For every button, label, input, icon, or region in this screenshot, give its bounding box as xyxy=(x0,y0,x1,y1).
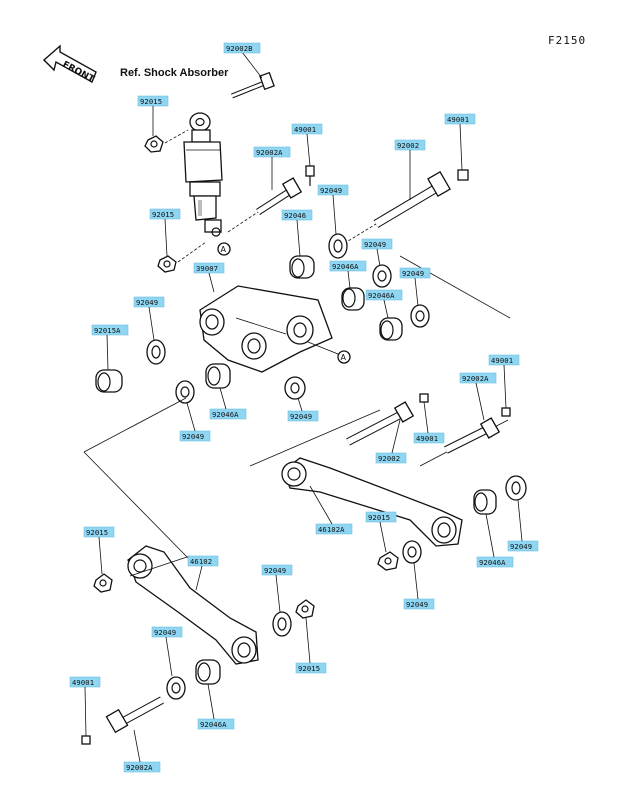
svg-text:49001: 49001 xyxy=(72,678,94,687)
svg-text:92049: 92049 xyxy=(510,542,532,551)
label-46102[interactable]: 46102 xyxy=(187,555,219,567)
svg-text:49001: 49001 xyxy=(294,125,316,134)
svg-text:92049: 92049 xyxy=(264,566,286,575)
svg-text:92046A: 92046A xyxy=(212,410,239,419)
svg-text:92002A: 92002A xyxy=(256,148,283,157)
label-92002b[interactable]: 92002B xyxy=(223,42,261,54)
label-92049-g[interactable]: 92049 xyxy=(507,540,539,552)
svg-text:49001: 49001 xyxy=(491,356,513,365)
label-49001-b[interactable]: 49001 xyxy=(444,113,476,125)
label-92049-j[interactable]: 92049 xyxy=(151,626,183,638)
svg-text:92015: 92015 xyxy=(368,513,390,522)
label-92049-i[interactable]: 92049 xyxy=(261,564,293,576)
label-49001-a[interactable]: 49001 xyxy=(291,123,323,135)
svg-text:92049: 92049 xyxy=(402,269,424,278)
svg-text:92049: 92049 xyxy=(320,186,342,195)
label-92046a-c[interactable]: 92046A xyxy=(209,408,247,420)
svg-text:92002A: 92002A xyxy=(126,763,153,772)
ref-mark-a: A xyxy=(221,245,227,254)
front-arrow-icon: FRONT xyxy=(42,44,97,85)
svg-text:49001: 49001 xyxy=(447,115,469,124)
svg-text:92049: 92049 xyxy=(406,600,428,609)
label-92049-b[interactable]: 92049 xyxy=(361,238,393,250)
svg-text:92049: 92049 xyxy=(364,240,386,249)
label-92015-e[interactable]: 92015 xyxy=(295,662,327,674)
svg-text:92002A: 92002A xyxy=(462,374,489,383)
rocker-arm-drawing: A xyxy=(83,255,511,561)
svg-text:39007: 39007 xyxy=(196,264,218,273)
label-92049-a[interactable]: 92049 xyxy=(317,184,349,196)
label-49001-e[interactable]: 49001 xyxy=(69,676,101,688)
label-92046-a[interactable]: 92046 xyxy=(281,209,313,221)
svg-text:92002B: 92002B xyxy=(226,44,253,53)
label-92015a[interactable]: 92015A xyxy=(91,324,129,336)
label-92002a-b[interactable]: 92002A xyxy=(459,372,497,384)
shock-absorber-drawing: A xyxy=(144,51,275,273)
svg-text:92046A: 92046A xyxy=(368,291,395,300)
svg-text:92049: 92049 xyxy=(136,298,158,307)
ref-shock-absorber-text: Ref. Shock Absorber xyxy=(120,67,229,79)
svg-text:92015: 92015 xyxy=(86,528,108,537)
label-92046a-d[interactable]: 92046A xyxy=(476,556,514,568)
svg-text:92015: 92015 xyxy=(152,210,174,219)
svg-text:92046A: 92046A xyxy=(200,720,227,729)
label-92002a-a[interactable]: 92002A xyxy=(253,146,291,158)
label-92015-d[interactable]: 92015 xyxy=(83,526,115,538)
label-92002a-c[interactable]: 92002A xyxy=(123,761,161,773)
svg-text:92002: 92002 xyxy=(397,141,419,150)
label-92049-d[interactable]: 92049 xyxy=(133,296,165,308)
label-46102a[interactable]: 46102A xyxy=(315,523,353,535)
label-92002-b[interactable]: 92002 xyxy=(375,452,407,464)
svg-text:92015: 92015 xyxy=(298,664,320,673)
svg-text:92046: 92046 xyxy=(284,211,306,220)
label-92049-f[interactable]: 92049 xyxy=(179,430,211,442)
label-49001-c[interactable]: 49001 xyxy=(488,354,520,366)
label-92049-e[interactable]: 92049 xyxy=(287,410,319,422)
label-92015-top[interactable]: 92015 xyxy=(137,95,169,107)
ref-mark-a-2: A xyxy=(341,353,347,362)
svg-text:92015A: 92015A xyxy=(94,326,121,335)
svg-text:46102A: 46102A xyxy=(318,525,345,534)
label-92049-h[interactable]: 92049 xyxy=(403,598,435,610)
tie-rod-right-drawing xyxy=(281,393,527,571)
svg-text:92046A: 92046A xyxy=(479,558,506,567)
label-49001-d[interactable]: 49001 xyxy=(413,432,445,444)
svg-text:92046A: 92046A xyxy=(332,262,359,271)
svg-text:49001: 49001 xyxy=(416,434,438,443)
svg-text:92049: 92049 xyxy=(182,432,204,441)
svg-text:92002: 92002 xyxy=(378,454,400,463)
label-92015-b[interactable]: 92015 xyxy=(149,208,181,220)
svg-text:92049: 92049 xyxy=(290,412,312,421)
label-92002-a[interactable]: 92002 xyxy=(394,139,426,151)
label-92046a-b[interactable]: 92046A xyxy=(365,289,403,301)
label-92015-c[interactable]: 92015 xyxy=(365,511,397,523)
figure-code: F2150 xyxy=(548,34,586,47)
svg-text:46102: 46102 xyxy=(190,557,212,566)
label-92046a-e[interactable]: 92046A xyxy=(197,718,235,730)
part-labels: 92002B 92015 49001 92002A 49001 92002 92… xyxy=(69,42,539,773)
label-92046a-a[interactable]: 92046A xyxy=(329,260,367,272)
upper-bolts-drawing xyxy=(227,165,469,341)
label-39007[interactable]: 39007 xyxy=(193,262,225,274)
svg-text:92015: 92015 xyxy=(140,97,162,106)
svg-text:92049: 92049 xyxy=(154,628,176,637)
label-92049-c[interactable]: 92049 xyxy=(399,267,431,279)
tie-rod-left-drawing xyxy=(81,545,315,745)
leader-lines xyxy=(84,106,523,763)
